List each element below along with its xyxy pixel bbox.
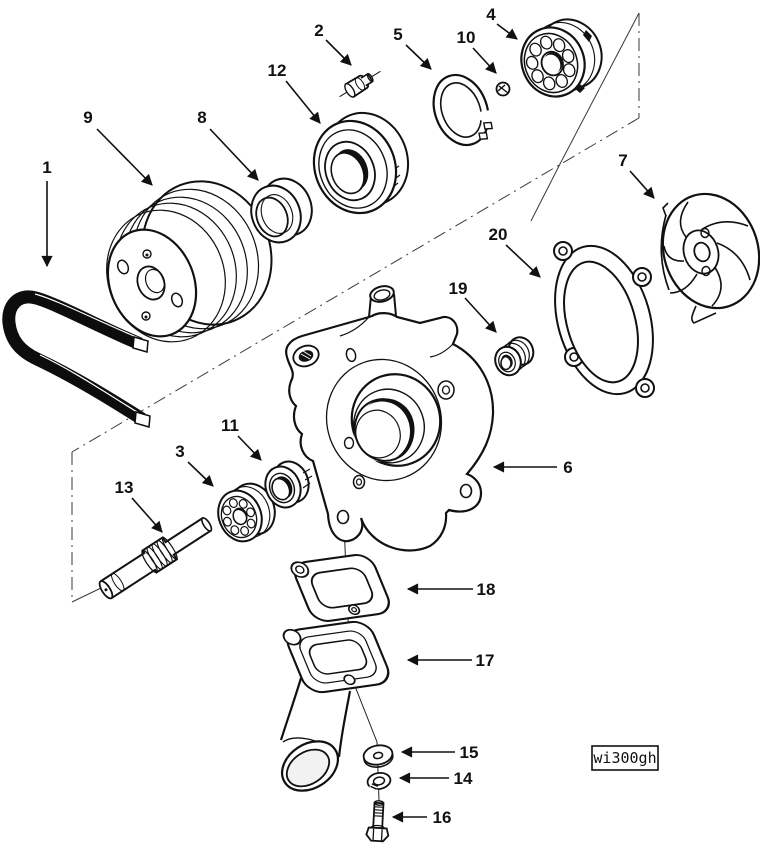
part-seal-assembly <box>312 111 410 215</box>
part-gasket-round <box>553 241 655 398</box>
figure-code-text: wi300gh <box>593 749 656 767</box>
callout-9: 9 <box>83 108 92 127</box>
part-fan-belt <box>2 290 151 428</box>
callout-5: 5 <box>393 25 402 44</box>
callout-11: 11 <box>221 416 239 435</box>
part-impeller <box>660 192 760 324</box>
callout-13: 13 <box>115 478 134 497</box>
part-ball-bearing-large <box>520 18 603 98</box>
callout-15: 15 <box>460 743 479 762</box>
part-spacer <box>250 177 313 244</box>
callout-10: 10 <box>457 28 476 47</box>
callout-4: 4 <box>486 5 496 24</box>
part-fitting <box>339 70 381 98</box>
callout-12: 12 <box>268 61 287 80</box>
leader-lines <box>41 23 655 823</box>
callout-1: 1 <box>42 158 51 177</box>
callout-7: 7 <box>618 151 627 170</box>
part-pump-housing <box>285 285 495 552</box>
callout-14: 14 <box>454 769 473 788</box>
phantom-plane-lines <box>71 12 640 603</box>
callout-16: 16 <box>433 808 452 827</box>
part-shaft <box>98 516 213 600</box>
callout-20: 20 <box>489 225 508 244</box>
figure-code-box: wi300gh <box>591 745 659 771</box>
part-lock-washer <box>366 771 392 793</box>
part-pulley <box>106 180 273 343</box>
part-inlet-connection <box>279 620 390 792</box>
part-plug <box>494 336 535 377</box>
part-gasket-flange <box>290 554 390 622</box>
part-seal <box>264 460 313 509</box>
callout-3: 3 <box>175 442 184 461</box>
callout-17: 17 <box>476 651 495 670</box>
part-bolt <box>365 800 390 843</box>
callout-18: 18 <box>477 580 496 599</box>
part-ball-bearing-small <box>217 482 276 543</box>
callout-19: 19 <box>449 279 468 298</box>
callout-6: 6 <box>563 458 572 477</box>
part-snap-ring <box>432 73 512 147</box>
part-screw <box>495 81 511 97</box>
callout-8: 8 <box>197 108 206 127</box>
part-washer <box>362 744 394 768</box>
callout-2: 2 <box>314 21 323 40</box>
